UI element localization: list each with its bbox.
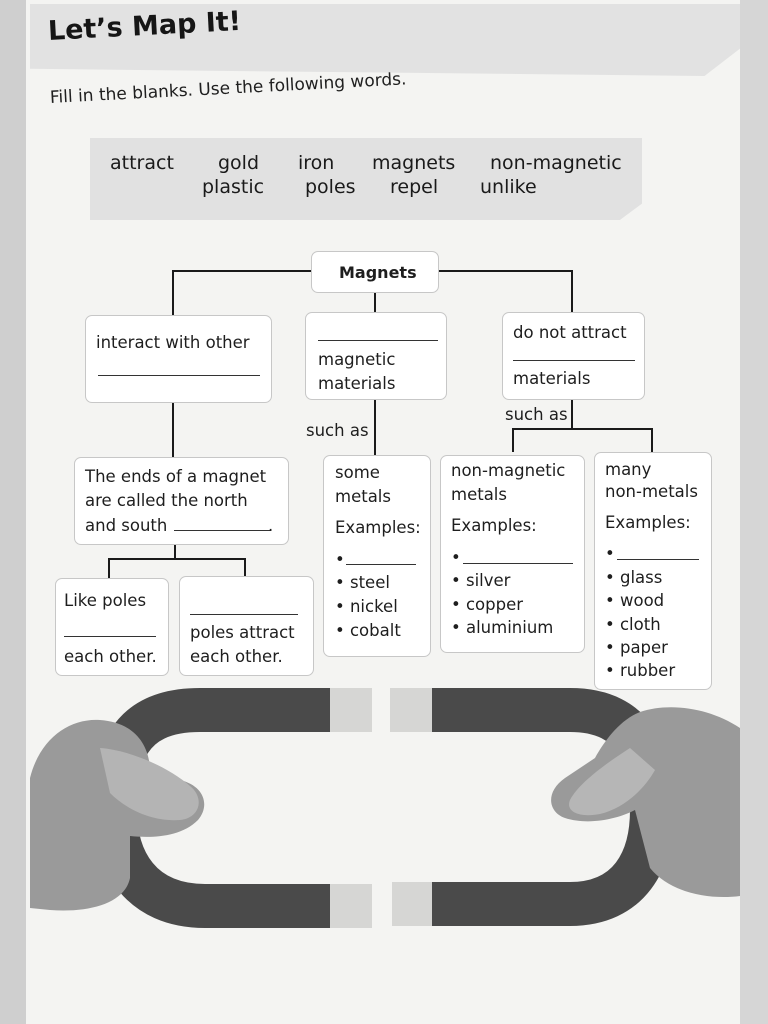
magnets-root-box	[311, 251, 439, 293]
metals-text: metals	[451, 485, 507, 504]
answer-blank[interactable]	[346, 564, 416, 565]
materials-text: materials	[318, 374, 396, 393]
example-item: • aluminium	[451, 618, 554, 637]
answer-blank[interactable]	[64, 636, 156, 637]
attract-materials-box	[305, 312, 447, 400]
materials-text: materials	[513, 369, 591, 388]
word-bank-item: repel	[390, 176, 439, 198]
poles-attract-text: poles attract	[190, 623, 295, 642]
ends-line-3: and south	[85, 516, 168, 535]
connector-line	[571, 400, 573, 428]
such-as-label: such as	[306, 421, 369, 440]
example-item: • rubber	[605, 661, 676, 680]
word-bank-item: unlike	[480, 176, 537, 198]
examples-label: Examples:	[605, 513, 691, 532]
example-item: • nickel	[335, 597, 398, 616]
non-metals-box	[594, 452, 712, 690]
connector-line	[244, 558, 246, 576]
non-magnetic-metals-box	[440, 455, 585, 653]
example-item: • cobalt	[335, 621, 401, 640]
metals-text: metals	[335, 487, 391, 506]
examples-label: Examples:	[335, 518, 421, 537]
page-margin-left	[0, 0, 26, 1024]
interact-box	[85, 315, 272, 403]
example-item: • wood	[605, 591, 665, 610]
connector-line	[512, 428, 514, 452]
word-bank-item: non-magnetic	[490, 152, 622, 174]
horseshoe-magnets-photo	[30, 688, 740, 928]
left-hand	[30, 719, 205, 911]
example-item: • paper	[605, 638, 668, 657]
some-metals-box	[323, 455, 431, 657]
right-hand	[551, 707, 740, 898]
connector-line	[651, 428, 653, 452]
word-bank-item: gold	[218, 152, 260, 174]
each-other-text: each other.	[190, 647, 283, 666]
ends-line-2: are called the north	[85, 491, 248, 510]
word-bank-item: attract	[110, 152, 174, 174]
blank-bullet: •	[335, 550, 345, 569]
word-bank-item: magnets	[372, 152, 456, 174]
examples-label: Examples:	[451, 516, 537, 535]
connector-line	[374, 292, 376, 312]
connector-line	[174, 545, 176, 559]
each-other-text: each other.	[64, 647, 157, 666]
example-item: • cloth	[605, 615, 661, 634]
non-metals-text: non-metals	[605, 482, 698, 501]
connector-line	[108, 558, 246, 560]
answer-blank[interactable]	[463, 563, 573, 564]
blank-bullet: •	[605, 544, 615, 563]
do-not-attract-text: do not attract	[513, 323, 627, 342]
title-banner	[30, 4, 740, 76]
connector-line	[438, 270, 572, 272]
connector-line	[172, 270, 174, 315]
ends-line-1: The ends of a magnet	[85, 467, 267, 486]
magnetic-text: magnetic	[318, 350, 396, 369]
example-item: • glass	[605, 568, 663, 587]
connector-line	[571, 270, 573, 312]
connector-line	[374, 400, 376, 456]
example-item: • copper	[451, 595, 524, 614]
not-attract-box	[502, 312, 645, 400]
example-item: • steel	[335, 573, 390, 592]
answer-blank[interactable]	[98, 375, 260, 376]
answer-blank[interactable]	[174, 530, 270, 531]
word-bank-item: iron	[298, 152, 335, 174]
connector-line	[172, 270, 312, 272]
word-bank-item: poles	[305, 176, 356, 198]
like-poles-text: Like poles	[64, 591, 147, 610]
such-as-label: such as	[505, 405, 568, 424]
blank-bullet: •	[451, 548, 461, 567]
answer-blank[interactable]	[617, 559, 699, 560]
many-text: many	[605, 460, 652, 479]
answer-blank[interactable]	[513, 360, 635, 361]
word-bank-item: plastic	[202, 176, 265, 198]
example-item: • silver	[451, 571, 511, 590]
like-poles-box	[55, 578, 169, 676]
connector-line	[172, 402, 174, 458]
root-label: Magnets	[339, 263, 417, 282]
word-bank	[90, 138, 642, 220]
connector-line	[512, 428, 652, 430]
answer-blank[interactable]	[190, 614, 298, 615]
connector-line	[108, 558, 110, 578]
page-margin-right	[740, 0, 768, 1024]
interact-text: interact with other	[96, 333, 250, 352]
unlike-poles-box	[179, 576, 314, 676]
answer-blank[interactable]	[318, 340, 438, 341]
non-magnetic-text: non-magnetic	[451, 461, 566, 480]
some-text: some	[335, 463, 380, 482]
